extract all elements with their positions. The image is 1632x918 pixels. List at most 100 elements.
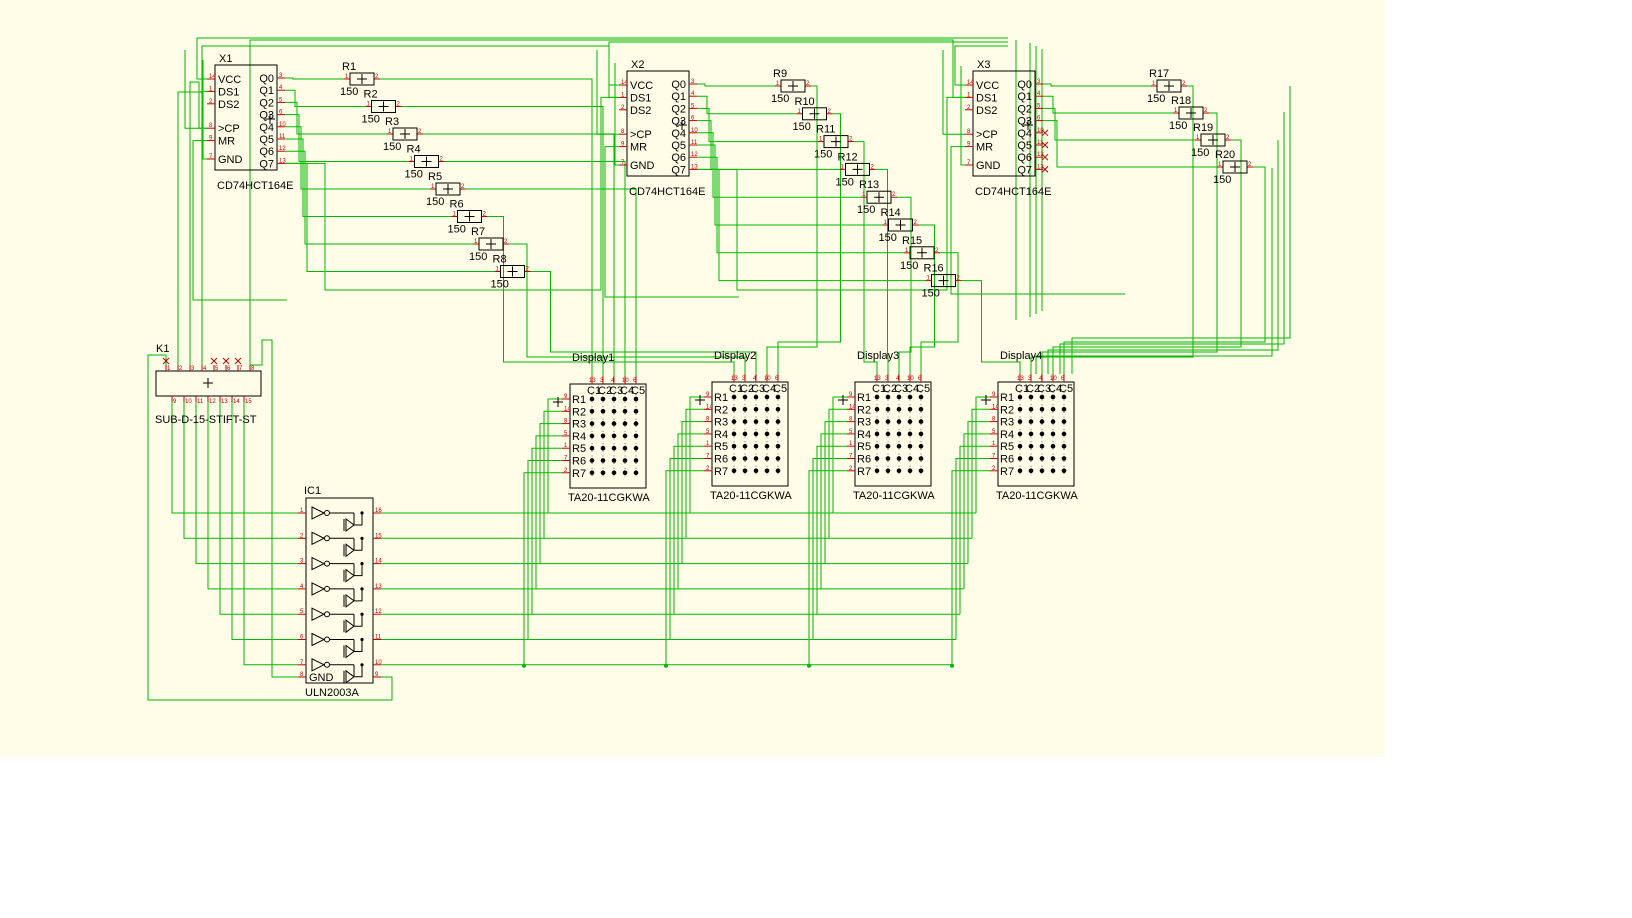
origin-mark: [203, 378, 213, 388]
wire: [681, 421, 704, 564]
wire: [971, 408, 990, 539]
pin-number: 1: [345, 74, 349, 80]
pin-label: Q5: [1017, 140, 1032, 152]
row-label: R6: [857, 454, 871, 466]
diode-symbol: [330, 588, 363, 608]
resistor-body: [909, 246, 935, 260]
pin-label: >CP: [976, 129, 998, 141]
resistor-value: 150: [922, 288, 940, 300]
wire: [196, 37, 1008, 80]
column-label: C3: [609, 385, 623, 397]
origin-mark: [464, 211, 475, 222]
column-label: C2: [740, 383, 754, 395]
pin-number: 14: [564, 406, 571, 412]
component-part: TA20-11CGKWA: [853, 490, 935, 502]
pin-number: 10: [279, 122, 286, 128]
resistor-ref: R19: [1193, 122, 1213, 134]
wire: [697, 144, 883, 226]
pin-number: 8: [992, 417, 996, 423]
wire: [192, 140, 287, 301]
pin-label: Q4: [671, 128, 686, 140]
resistor-value: 150: [362, 114, 380, 126]
wire: [766, 85, 818, 374]
resistor-ref: R18: [1171, 95, 1191, 107]
wire: [183, 402, 298, 539]
wire: [777, 113, 841, 374]
pin-label: DS1: [218, 86, 239, 98]
diode-symbol: [330, 613, 363, 634]
pin-number: 3: [279, 73, 283, 79]
pin-number: 15: [245, 399, 252, 405]
pin-number: 1: [862, 192, 866, 198]
pin-number: 5: [300, 609, 304, 615]
pin-label: Q0: [671, 79, 686, 91]
resistor-ref: R20: [1215, 149, 1235, 161]
pin-number: 3: [300, 559, 304, 565]
pin-number: 6: [1061, 376, 1065, 382]
inverter-symbol: [311, 607, 326, 622]
pin-number: 8: [300, 672, 304, 678]
wire: [202, 60, 207, 160]
wire: [1043, 120, 1217, 168]
wire: [961, 280, 1021, 374]
pin-number: 6: [633, 378, 637, 384]
row-label: R1: [714, 392, 728, 404]
component-ref: X3: [977, 59, 990, 71]
pin-number: 8: [706, 417, 710, 423]
resistor-value: 150: [448, 224, 466, 236]
pin-number: 2: [397, 102, 401, 108]
origin-mark: [265, 114, 275, 124]
pin-number: 13: [279, 158, 286, 164]
pin-number: 13: [375, 584, 382, 590]
wire: [689, 396, 704, 513]
pin-number: 2: [806, 81, 810, 87]
pin-number: 10: [1050, 376, 1057, 382]
pin-number: 5: [992, 429, 996, 435]
pin-number: 3: [691, 79, 695, 85]
pin-number: 5: [564, 431, 568, 437]
wire: [697, 95, 797, 115]
origin-mark: [1230, 162, 1240, 172]
no-connect-mark: [210, 357, 218, 365]
pin-number: 1: [1152, 81, 1156, 87]
wire: [875, 168, 889, 374]
resistor-ref: R2: [364, 89, 378, 101]
pin-number: 8: [209, 123, 213, 129]
pin-label: Q3: [671, 116, 686, 128]
column-label: C3: [751, 383, 765, 395]
resistor-body: [457, 210, 482, 223]
pin-number: 1: [1218, 162, 1222, 168]
pin-number: 2: [935, 248, 939, 254]
chip-body: [214, 64, 278, 171]
pin-number: 13: [691, 164, 698, 170]
inverter-bubble: [324, 661, 330, 668]
wire: [285, 96, 619, 291]
pin-number: 2: [1204, 108, 1208, 114]
pin-number: 16: [375, 508, 382, 514]
pin-number: 12: [209, 399, 216, 405]
pin-number: 1: [776, 81, 780, 87]
resistor-ref: R1: [342, 61, 356, 73]
origin-mark: [553, 397, 563, 407]
wire: [951, 470, 990, 665]
pin-number: 10: [375, 660, 382, 666]
wire: [1059, 112, 1285, 374]
pin-number: 5: [215, 366, 219, 372]
column-label: C5: [916, 383, 930, 395]
resistor-body: [845, 162, 870, 176]
pin-number: 1: [992, 441, 996, 447]
resistor-value: 150: [491, 279, 509, 291]
wire: [531, 447, 562, 615]
wire: [955, 458, 990, 640]
pin-number: 3: [885, 376, 889, 382]
pin-number: 14: [992, 404, 999, 410]
no-connect-mark: [1041, 141, 1049, 149]
